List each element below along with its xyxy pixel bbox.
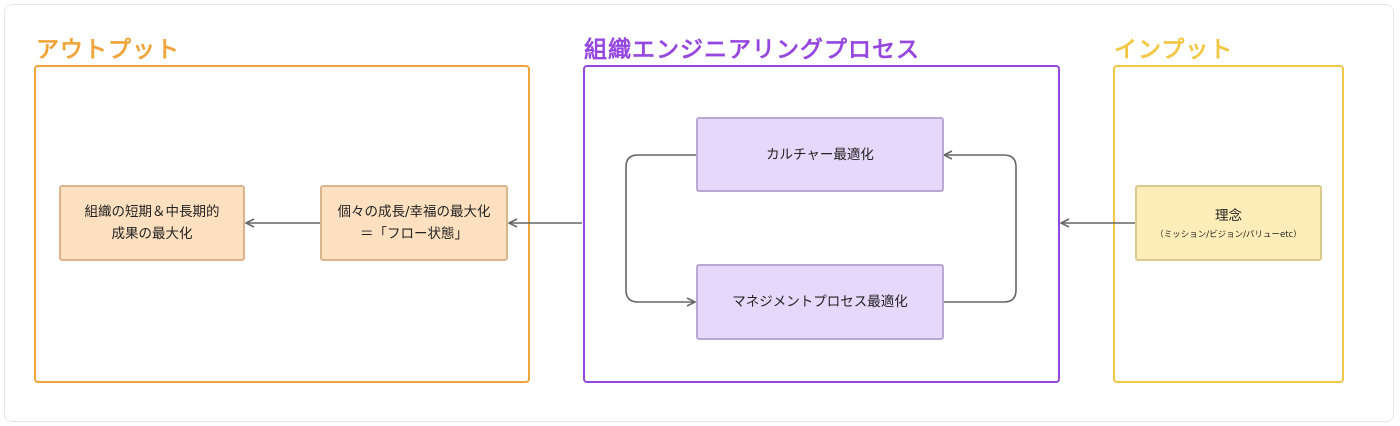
process-group-frame [583,65,1060,383]
flow-state-line2: ＝「フロー状態」 [360,226,468,242]
management-optimization-label: マネジメントプロセス最適化 [732,294,908,310]
culture-optimization-node: カルチャー最適化 [696,117,944,192]
flow-state-node: 個々の成長/幸福の最大化 ＝「フロー状態」 [320,185,508,261]
outcome-node: 組織の短期＆中長期的 成果の最大化 [59,185,245,261]
output-group-frame [34,65,530,383]
philosophy-node: 理念 （ミッション/ビジョン/バリューetc） [1135,185,1322,261]
outcome-line1: 組織の短期＆中長期的 [84,204,220,220]
philosophy-sublabel: （ミッション/ビジョン/バリューetc） [1155,230,1302,240]
culture-optimization-label: カルチャー最適化 [766,146,874,163]
management-optimization-node: マネジメントプロセス最適化 [696,264,944,340]
input-group-frame [1113,65,1344,383]
outcome-line2: 成果の最大化 [111,226,193,242]
output-group-title: アウトプット [36,37,180,63]
input-group-title: インプット [1114,37,1234,63]
process-group-title: 組織エンジニアリングプロセス [584,37,920,63]
flow-state-line1: 個々の成長/幸福の最大化 [337,204,491,220]
philosophy-label: 理念 [1215,208,1242,224]
